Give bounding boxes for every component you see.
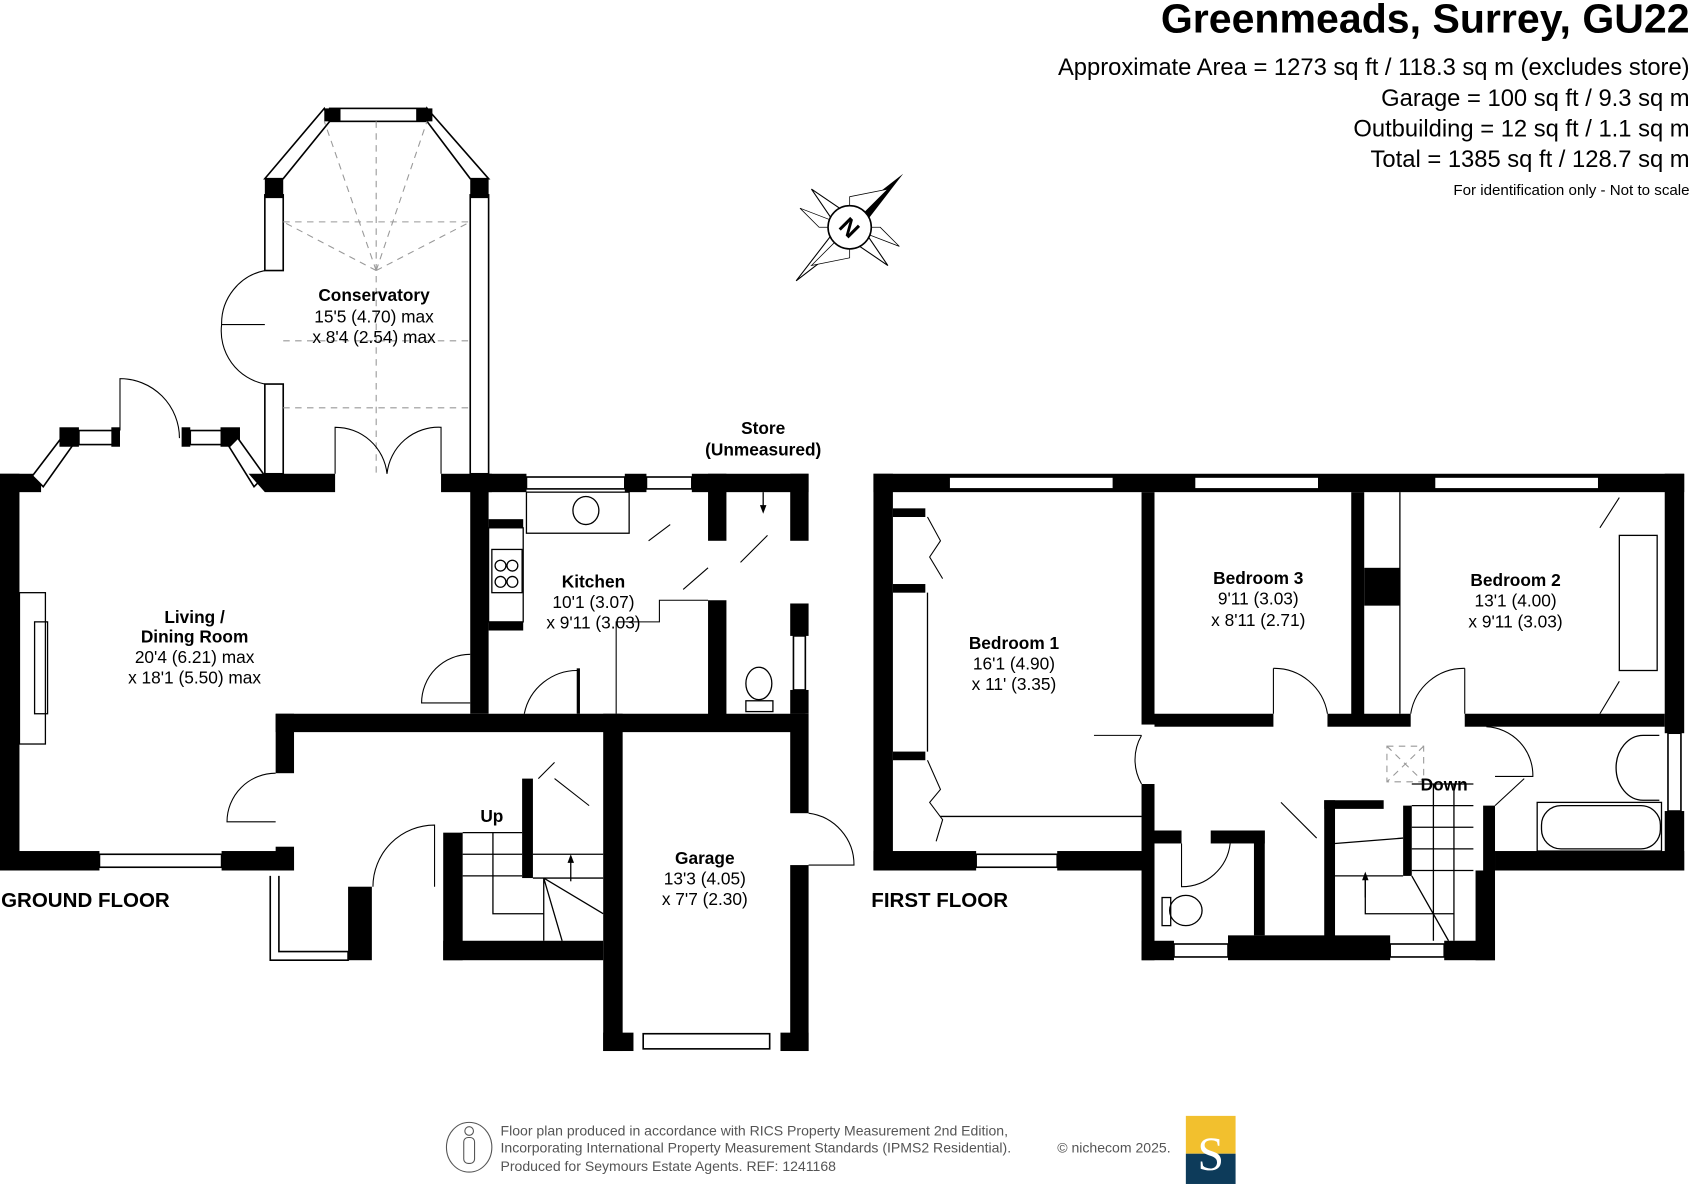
area-garage: Garage = 100 sq ft / 9.3 sq m [1381, 85, 1689, 112]
garage-walls [603, 713, 855, 1052]
living-dim1: 20'4 (6.21) max [135, 647, 255, 667]
scale-note: For identification only - Not to scale [1453, 182, 1689, 199]
footer-line-2: Incorporating International Property Mea… [501, 1140, 1012, 1156]
bedroom3-dim1: 9'11 (3.03) [1218, 589, 1299, 609]
hob-icon [491, 548, 523, 594]
living-room-walls [0, 378, 492, 871]
kitchen-dim2: x 9'11 (3.03) [546, 612, 640, 632]
bedroom1-name: Bedroom 1 [969, 633, 1060, 653]
kitchen-name: Kitchen [562, 571, 625, 591]
basin-icon [1615, 734, 1660, 801]
store-unmeasured: (Unmeasured) [705, 439, 821, 459]
property-title: Greenmeads, Surrey, GU22 [1161, 0, 1690, 42]
living-name-1: Living / [164, 607, 225, 627]
conservatory-walls [220, 106, 491, 475]
bedroom3-name: Bedroom 3 [1213, 568, 1303, 588]
bedroom1-dim1: 16'1 (4.90) [973, 653, 1055, 673]
store-name: Store [741, 418, 786, 438]
stairs-down-label: Down [1421, 774, 1468, 794]
compass-icon: N [795, 173, 904, 282]
footer: Floor plan produced in accordance with R… [445, 1115, 1236, 1184]
footer-line-3: Produced for Seymours Estate Agents. REF… [501, 1158, 837, 1174]
living-dim2: x 18'1 (5.50) max [128, 667, 261, 687]
garage-name: Garage [675, 848, 735, 868]
garage-dim2: x 7'7 (2.30) [662, 889, 748, 909]
footer-line-1: Floor plan produced in accordance with R… [501, 1122, 1009, 1138]
kitchen-walls [421, 473, 809, 722]
garage-dim1: 13'3 (4.05) [664, 869, 746, 889]
living-name-2: Dining Room [141, 626, 249, 646]
first-floor-plan: Bedroom 1 16'1 (4.90) x 11' (3.35) Bedro… [871, 473, 1685, 961]
kitchen-dim1: 10'1 (3.07) [552, 592, 634, 612]
bedroom3-dim2: x 8'11 (2.71) [1211, 610, 1305, 630]
toilet-icon [745, 666, 773, 701]
footer-copyright: © nichecom 2025. [1057, 1140, 1170, 1156]
sink-icon [572, 495, 600, 526]
ground-floor-plan: Up Conservatory 15'5 (4.70) max x 8'4 (2… [0, 106, 855, 1052]
area-outbuilding: Outbuilding = 12 sq ft / 1.1 sq m [1353, 115, 1689, 142]
conservatory-name: Conservatory [318, 285, 430, 305]
area-total: Total = 1385 sq ft / 128.7 sq m [1371, 146, 1690, 173]
seymours-logo: S [1185, 1115, 1236, 1184]
hall-walls: Up [226, 713, 806, 962]
header: Greenmeads, Surrey, GU22 Approximate Are… [1058, 0, 1690, 199]
toilet-icon [1168, 894, 1203, 927]
conservatory-dim1: 15'5 (4.70) max [314, 306, 434, 326]
area-approximate: Approximate Area = 1273 sq ft / 118.3 sq… [1058, 54, 1690, 81]
bath-icon [1536, 801, 1663, 852]
bedroom2-dim1: 13'1 (4.00) [1475, 591, 1557, 611]
bedroom2-dim2: x 9'11 (3.03) [1468, 611, 1562, 631]
person-icon [445, 1121, 493, 1173]
bedroom1-dim2: x 11' (3.35) [972, 674, 1057, 694]
first-floor-label: FIRST FLOOR [871, 889, 1008, 912]
first-floor-walls [873, 473, 1685, 961]
stairs-up-label: Up [480, 806, 503, 826]
conservatory-dim2: x 8'4 (2.54) max [312, 327, 436, 347]
bedroom2-name: Bedroom 2 [1470, 570, 1560, 590]
ground-floor-label: GROUND FLOOR [1, 889, 170, 912]
logo-letter: S [1197, 1129, 1223, 1181]
